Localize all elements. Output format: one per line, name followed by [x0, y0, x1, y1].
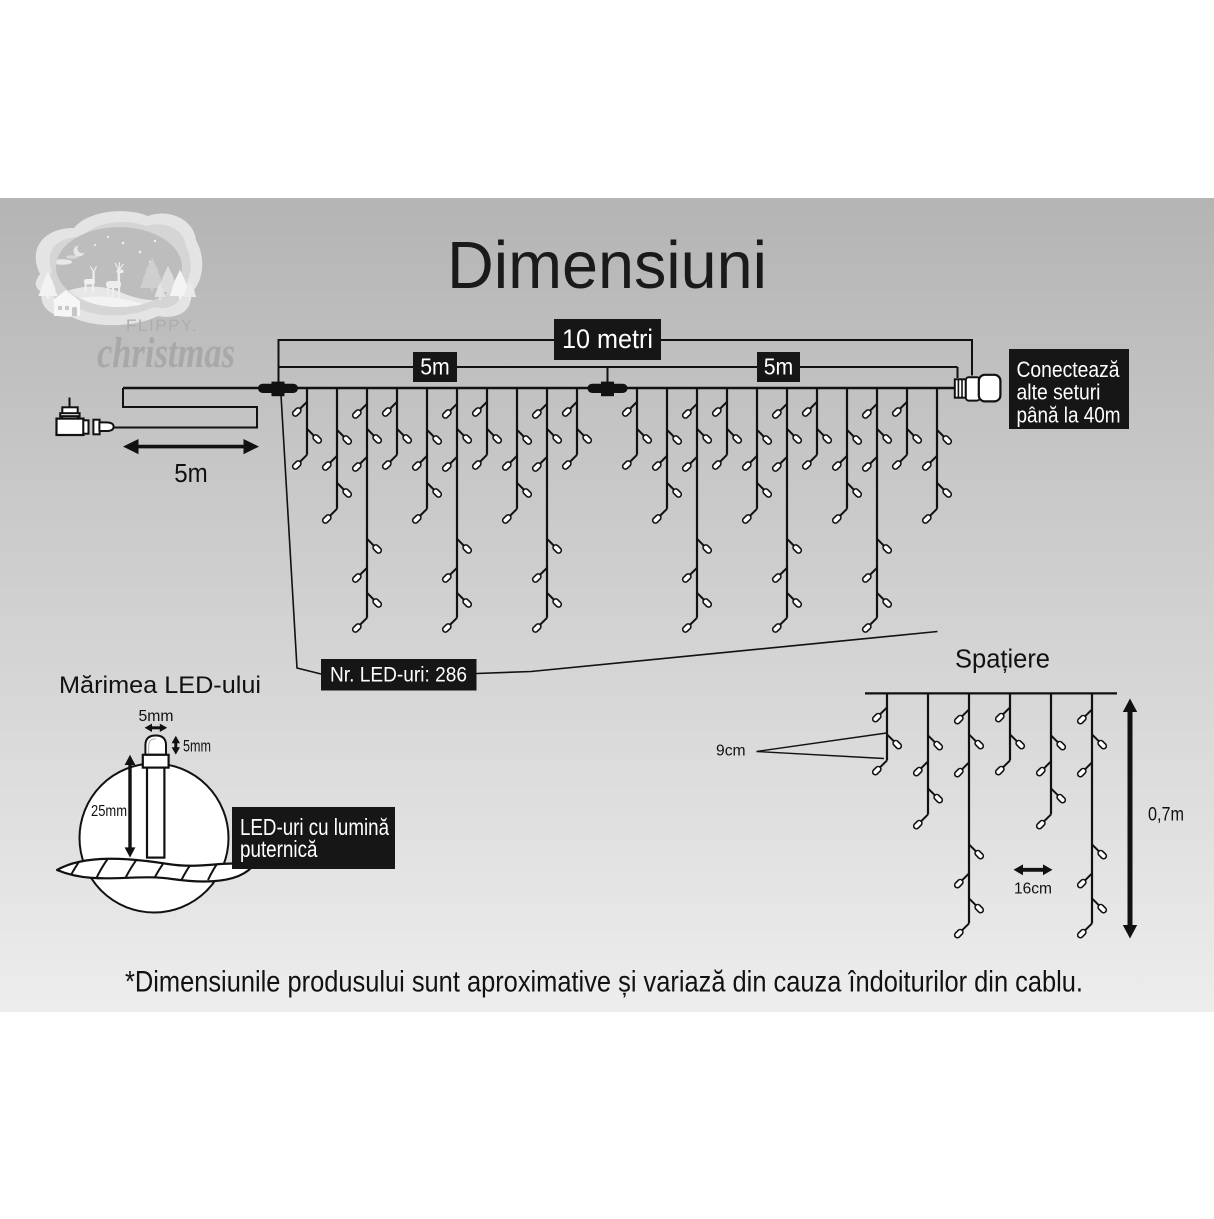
svg-text:16cm: 16cm — [1014, 881, 1052, 898]
svg-text:5mm: 5mm — [183, 737, 211, 756]
svg-text:5m: 5m — [420, 354, 450, 380]
svg-text:*Dimensiunile produsului sunt: *Dimensiunile produsului sunt aproximati… — [125, 966, 1083, 999]
svg-text:25mm: 25mm — [91, 803, 127, 820]
svg-text:10 metri: 10 metri — [562, 324, 653, 354]
svg-text:până la 40m: până la 40m — [1017, 403, 1121, 428]
svg-text:Mărimea LED-ului: Mărimea LED-ului — [59, 672, 261, 699]
svg-text:christmas: christmas — [97, 330, 235, 377]
svg-text:FLIPPY.: FLIPPY. — [126, 317, 198, 335]
svg-text:0,7m: 0,7m — [1148, 804, 1184, 825]
svg-text:LED-uri cu lumină: LED-uri cu lumină — [240, 814, 389, 840]
svg-text:5mm: 5mm — [139, 708, 174, 725]
svg-text:Nr. LED-uri: 286: Nr. LED-uri: 286 — [330, 663, 467, 687]
svg-text:5m: 5m — [174, 460, 208, 488]
svg-text:9cm: 9cm — [716, 743, 746, 760]
svg-text:alte seturi: alte seturi — [1017, 380, 1101, 405]
svg-text:Dimensiuni: Dimensiuni — [447, 228, 767, 303]
svg-text:puternică: puternică — [240, 836, 318, 862]
svg-text:5m: 5m — [764, 354, 794, 380]
svg-text:Spațiere: Spațiere — [955, 646, 1050, 674]
svg-text:Conectează: Conectează — [1017, 357, 1121, 382]
